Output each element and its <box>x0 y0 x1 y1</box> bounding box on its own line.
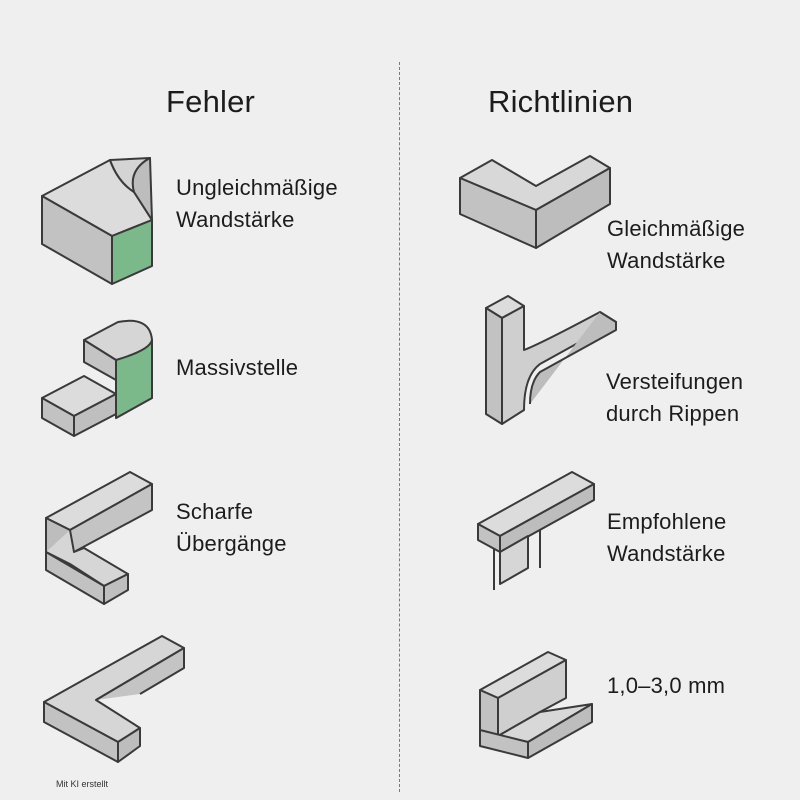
label-solid-mass: Massivstelle <box>176 355 299 380</box>
label-thickness-range: 1,0–3,0 mm <box>607 673 726 698</box>
label-ribs: Versteifungen durch Rippen <box>606 369 744 426</box>
center-divider <box>399 62 400 792</box>
label-even-wall: Gleichmäßige Wandstärke <box>607 216 746 273</box>
label-uneven-wall: Ungleichmäßige Wandstärke <box>176 175 338 232</box>
footer-ai-note: Mit KI erstellt <box>56 779 109 789</box>
heading-richtlinien: Richtlinien <box>488 84 634 119</box>
label-sharp-transitions: Scharfe Übergänge <box>176 499 287 556</box>
label-recommended-wall: Empfohlene Wandstärke <box>607 509 727 566</box>
heading-fehler: Fehler <box>166 84 256 119</box>
